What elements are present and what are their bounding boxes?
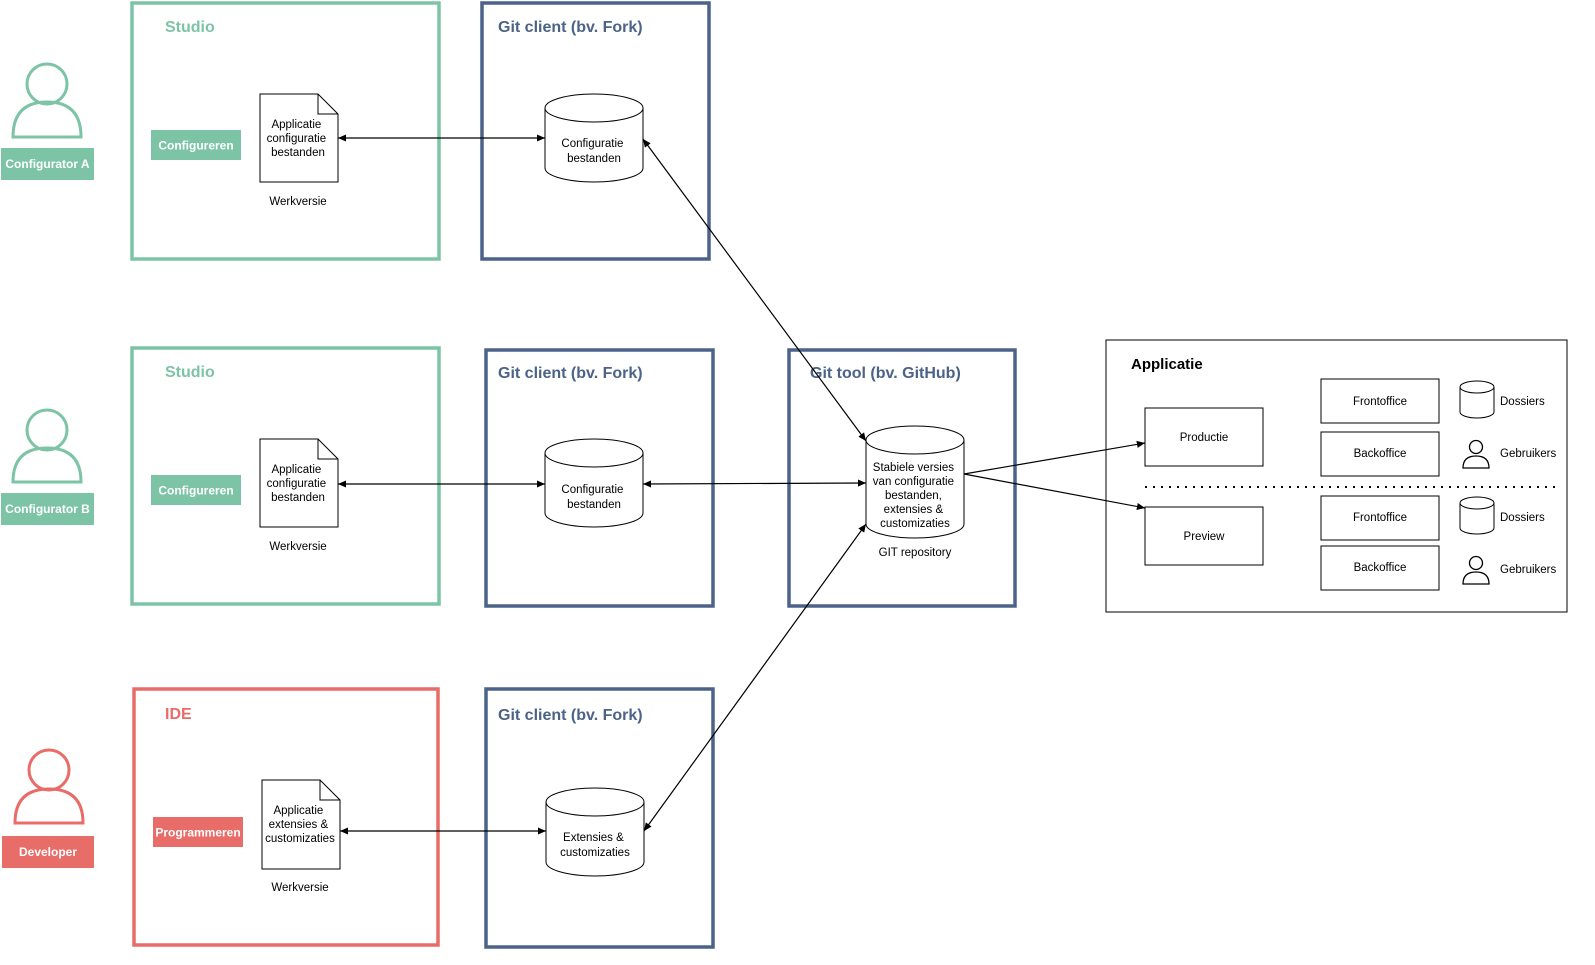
studio-box-2: Studio <box>130 346 441 606</box>
user-icon <box>1462 555 1490 585</box>
applicatie-panel: Applicatie Productie Preview Frontoffice… <box>1105 339 1568 613</box>
configureren-tag-a: Configureren <box>151 130 241 160</box>
connectors <box>338 134 1146 835</box>
dossiers-top-label: Dossiers <box>1500 396 1545 408</box>
developer-label: Developer <box>19 845 77 859</box>
git-client-3-title: Git client (bv. Fork) <box>498 707 643 724</box>
programmeren-tag: Programmeren <box>153 817 243 847</box>
werkversie-2-caption: Werkversie <box>269 541 326 553</box>
configurator-a-actor: Configurator A <box>1 62 94 180</box>
git-repository-caption: GIT repository <box>879 547 952 559</box>
db-git-1-text: Configuratie bestanden <box>561 138 626 165</box>
dossiers-bottom-label: Dossiers <box>1500 512 1545 524</box>
person-icon <box>11 408 83 484</box>
backoffice-top-label: Backoffice <box>1354 448 1407 460</box>
db-git-repository-text: Stabiele versies van configuratie bestan… <box>873 462 957 530</box>
dossiers-database-icon <box>1459 380 1495 419</box>
frontoffice-top-label: Frontoffice <box>1353 396 1407 408</box>
configureren-a-text: Configureren <box>158 139 233 153</box>
frontoffice-bottom-label: Frontoffice <box>1353 512 1407 524</box>
database-icon-git-3: Extensies & customizaties <box>545 787 645 877</box>
database-icon-git-2: Configuratie bestanden <box>544 438 644 528</box>
arrow-git1-repository <box>642 138 867 442</box>
git-tool-title: Git tool (bv. GitHub) <box>810 365 961 382</box>
doc-icon-studio-2: Applicatie configuratie bestanden Werkve… <box>259 438 339 553</box>
person-icon <box>11 62 83 139</box>
git-client-1-title: Git client (bv. Fork) <box>498 19 643 36</box>
database-icon-git-repository: Stabiele versies van configuratie bestan… <box>865 425 965 559</box>
dossiers-database-icon <box>1459 496 1495 535</box>
configurator-b-label: Configurator B <box>5 502 90 516</box>
programmeren-text: Programmeren <box>155 826 240 840</box>
gebruikers-bottom-label: Gebruikers <box>1500 564 1556 576</box>
database-icon-git-1: Configuratie bestanden <box>544 93 644 183</box>
studio-box-1: Studio <box>130 1 441 261</box>
werkversie-3-caption: Werkversie <box>271 882 328 894</box>
studio-1-title: Studio <box>165 19 215 36</box>
gebruikers-top-label: Gebruikers <box>1500 448 1556 460</box>
doc-studio-2-text: Applicatie configuratie bestanden <box>267 464 330 504</box>
user-icon <box>1462 439 1490 469</box>
applicatie-title: Applicatie <box>1131 356 1203 373</box>
arrow-repository-preview <box>963 473 1146 511</box>
backoffice-box-top: Backoffice <box>1320 431 1440 477</box>
frontoffice-box-bottom: Frontoffice <box>1320 495 1440 541</box>
developer-actor: Developer <box>2 748 94 868</box>
frontoffice-box-top: Frontoffice <box>1320 378 1440 424</box>
productie-label: Productie <box>1180 432 1229 444</box>
db-git-3-text: Extensies & customizaties <box>560 832 630 859</box>
configurator-a-label: Configurator A <box>5 157 90 171</box>
doc-icon-ide: Applicatie extensies & customizaties Wer… <box>261 779 341 894</box>
arrow-git3-repository <box>643 523 867 832</box>
productie-box: Productie <box>1144 407 1264 467</box>
git-client-box-2: Git client (bv. Fork) <box>484 348 715 608</box>
doc-studio-1-text: Applicatie configuratie bestanden <box>267 119 330 159</box>
configureren-b-text: Configureren <box>158 484 233 498</box>
doc-icon-studio-1: Applicatie configuratie bestanden Werkve… <box>259 93 339 208</box>
backoffice-box-bottom: Backoffice <box>1320 545 1440 591</box>
git-client-2-title: Git client (bv. Fork) <box>498 365 643 382</box>
studio-2-title: Studio <box>165 364 215 381</box>
ide-title: IDE <box>165 706 192 723</box>
preview-label: Preview <box>1184 531 1226 543</box>
configureren-tag-b: Configureren <box>151 475 241 505</box>
git-client-box-1: Git client (bv. Fork) <box>480 1 711 261</box>
configurator-b-actor: Configurator B <box>1 408 94 525</box>
preview-box: Preview <box>1144 506 1264 566</box>
werkversie-1-caption: Werkversie <box>269 196 326 208</box>
ide-box: IDE <box>132 687 440 947</box>
person-icon <box>13 748 85 825</box>
backoffice-bottom-label: Backoffice <box>1354 562 1407 574</box>
arrow-repository-productie <box>963 440 1146 475</box>
arrow-git2-repository <box>642 479 867 488</box>
db-git-2-text: Configuratie bestanden <box>561 484 626 511</box>
doc-ide-text: Applicatie extensies & customizaties <box>265 805 335 845</box>
